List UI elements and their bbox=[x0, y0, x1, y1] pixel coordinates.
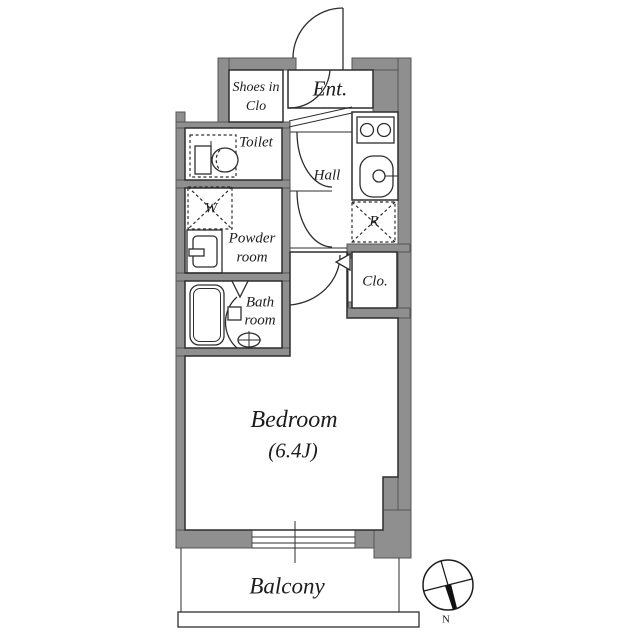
room-label-balcony: Balcony bbox=[249, 573, 325, 599]
room-label-bedroom-size: (6.4J) bbox=[268, 438, 318, 463]
front-door-swing bbox=[292, 7, 344, 70]
room-label-toilet: Toilet bbox=[239, 134, 273, 151]
compass-north-label: N bbox=[442, 613, 450, 626]
compass-icon bbox=[422, 559, 474, 611]
room-label-bath-line1: Bath bbox=[245, 294, 275, 311]
balcony-rail bbox=[177, 611, 420, 628]
room-label-bath-line2: room bbox=[244, 312, 276, 329]
room-label-shoes-closet-line1: Shoes in bbox=[232, 80, 280, 95]
room-label-powder-line2: room bbox=[236, 249, 268, 266]
room-outlines bbox=[184, 69, 399, 531]
window bbox=[252, 521, 355, 563]
shoes-closet-room bbox=[228, 69, 284, 123]
room-label-shoes-closet-line2: Clo bbox=[245, 99, 267, 114]
bathtub bbox=[189, 284, 225, 346]
entrance-step-lines bbox=[287, 69, 353, 128]
balcony-outline bbox=[177, 548, 420, 628]
room-label-hall: Hall bbox=[313, 167, 341, 184]
kitchen-counter bbox=[351, 111, 399, 201]
bath-door bbox=[224, 280, 250, 349]
bath-basin bbox=[237, 331, 261, 349]
room-label-refrigerator: R bbox=[369, 213, 379, 230]
bath-counter bbox=[227, 306, 242, 321]
toilet-fixture bbox=[189, 134, 239, 178]
room-label-bedroom: Bedroom bbox=[250, 407, 338, 433]
hall-door-swings bbox=[290, 131, 352, 248]
vanity-sink bbox=[186, 229, 223, 274]
washer-space bbox=[187, 186, 233, 230]
bedroom-room bbox=[184, 251, 399, 531]
refrigerator-space bbox=[351, 201, 396, 243]
kitchen-stove bbox=[356, 116, 395, 144]
room-label-washer: W bbox=[204, 200, 218, 217]
closet-room bbox=[351, 251, 398, 309]
kitchen-sink bbox=[359, 155, 398, 198]
bedroom-door-swing bbox=[289, 247, 351, 306]
room-label-closet: Clo. bbox=[362, 273, 388, 290]
entrance-room bbox=[287, 69, 374, 109]
room-label-powder-line1: Powder bbox=[228, 230, 276, 247]
room-label-entrance: Ent. bbox=[312, 76, 348, 101]
